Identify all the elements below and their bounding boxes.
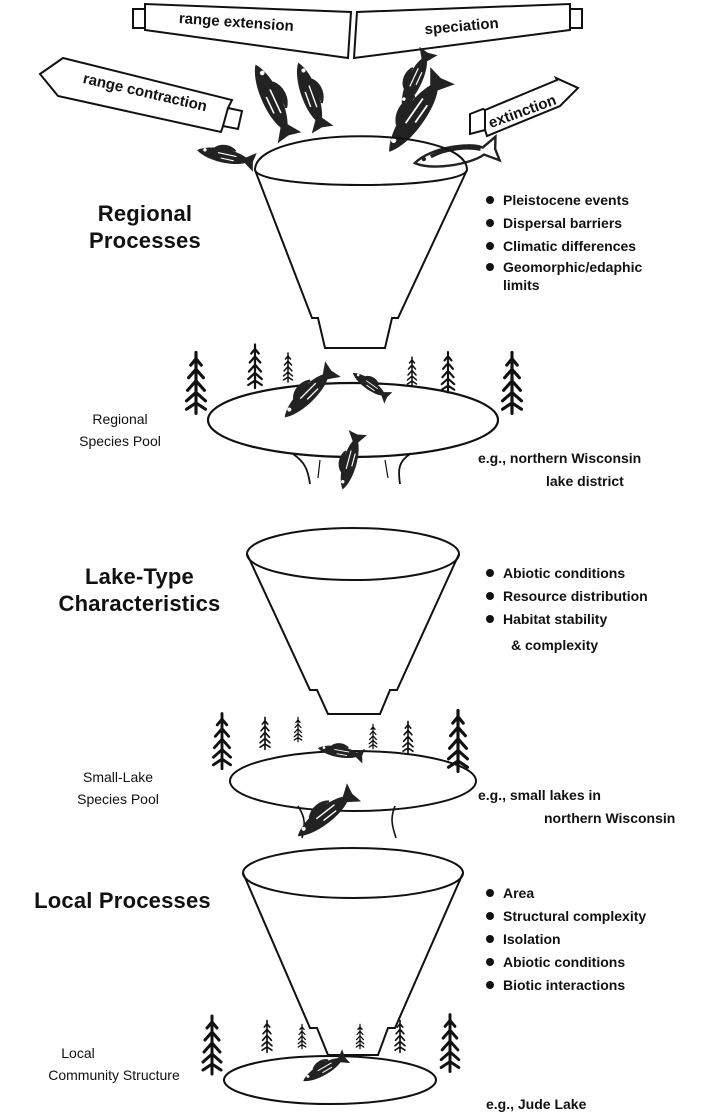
bullet-text: Isolation xyxy=(503,931,561,947)
tree-icon xyxy=(212,712,232,771)
tree-icon xyxy=(261,1019,273,1054)
range-extension-arrow xyxy=(132,2,353,60)
tree-icon xyxy=(247,343,263,390)
bullet-text: Climatic differences xyxy=(503,238,637,254)
bullet-icon xyxy=(486,263,494,271)
tree-icon xyxy=(439,1013,461,1073)
speciation-label: speciation xyxy=(424,15,499,38)
bullet-icon xyxy=(486,242,494,250)
label-line: Species Pool xyxy=(79,433,161,449)
label-line: Species Pool xyxy=(77,791,159,807)
bullet-icon xyxy=(486,219,494,227)
tree-icon xyxy=(293,716,303,743)
bullet-text: Pleistocene events xyxy=(503,192,630,208)
label-line: Local xyxy=(61,1045,95,1061)
bullet-continuation: & complexity xyxy=(511,637,599,653)
title-line: Lake-Type xyxy=(85,564,194,589)
range-contraction-arrow xyxy=(38,56,244,134)
small-lake-species-pool-label: Small-Lake Species Pool xyxy=(63,766,173,810)
bullet-icon xyxy=(486,981,494,989)
bullet-text: Area xyxy=(503,885,535,901)
small-lake-pool-example: e.g., small lakes in northern Wisconsin xyxy=(478,784,675,830)
tree-icon xyxy=(297,1023,307,1050)
lake-type-funnel xyxy=(246,527,460,715)
label-line: Regional xyxy=(92,411,148,427)
fish-icon xyxy=(242,57,304,145)
local-processes-title: Local Processes xyxy=(15,887,230,914)
bullet-icon xyxy=(486,196,494,204)
title-line: Local Processes xyxy=(34,888,211,913)
local-community-label: Local Community Structure xyxy=(14,1042,214,1086)
tree-icon xyxy=(355,1023,365,1050)
bullet-text: Geomorphic/edaphic xyxy=(503,259,643,275)
example-line: lake district xyxy=(546,473,624,489)
bullet-icon xyxy=(486,958,494,966)
tree-icon xyxy=(368,723,378,750)
tree-icon xyxy=(406,356,418,387)
example-line: northern Wisconsin xyxy=(544,810,676,826)
tree-icon xyxy=(402,720,414,755)
bullet-icon xyxy=(486,889,494,897)
regional-processes-title: Regional Processes xyxy=(70,200,220,254)
bullet-text: Resource distribution xyxy=(503,588,648,604)
local-processes-bullets: Area Structural complexity Isolation Abi… xyxy=(486,882,646,997)
bullet-text: Abiotic conditions xyxy=(503,954,626,970)
local-funnel xyxy=(242,847,464,1056)
local-community-lake xyxy=(223,1055,437,1105)
tree-icon xyxy=(282,352,294,383)
bullet-text: Structural complexity xyxy=(503,908,647,924)
example-line: e.g., northern Wisconsin xyxy=(478,450,642,466)
bullet-icon xyxy=(486,615,494,623)
local-community-example: e.g., Jude Lake xyxy=(486,1093,586,1116)
fish-icon xyxy=(286,57,336,135)
title-line: Regional xyxy=(97,201,193,226)
example-line: e.g., Jude Lake xyxy=(486,1096,587,1112)
bullet-icon xyxy=(486,569,494,577)
speciation-arrow xyxy=(352,2,583,60)
label-line: Small-Lake xyxy=(82,769,154,785)
tree-icon xyxy=(440,350,456,394)
bullet-text: Dispersal barriers xyxy=(503,215,623,231)
tree-icon xyxy=(184,350,208,415)
regional-species-pool-label: Regional Species Pool xyxy=(65,408,175,452)
tree-icon xyxy=(500,350,524,415)
title-line: Processes xyxy=(89,228,201,253)
bullet-continuation: limits xyxy=(503,277,540,293)
extinction-arrow xyxy=(469,75,580,138)
bullet-text: Biotic interactions xyxy=(503,977,626,993)
bullet-text: Abiotic conditions xyxy=(503,565,626,581)
fish-icon xyxy=(194,139,258,173)
tree-icon xyxy=(259,716,271,751)
example-line: e.g., small lakes in xyxy=(478,787,601,803)
bullet-icon xyxy=(486,592,494,600)
regional-processes-bullets: Pleistocene events Dispersal barriers Cl… xyxy=(486,189,642,294)
bullet-icon xyxy=(486,935,494,943)
regional-funnel xyxy=(254,135,468,349)
lake-type-title: Lake-Type Characteristics xyxy=(32,563,247,617)
label-line: Community Structure xyxy=(48,1067,180,1083)
lake-type-bullets: Abiotic conditions Resource distribution… xyxy=(486,562,648,657)
bullet-icon xyxy=(486,912,494,920)
title-line: Characteristics xyxy=(58,591,221,616)
regional-pool-example: e.g., northern Wisconsin lake district xyxy=(478,447,641,493)
bullet-text: Habitat stability xyxy=(503,611,608,627)
